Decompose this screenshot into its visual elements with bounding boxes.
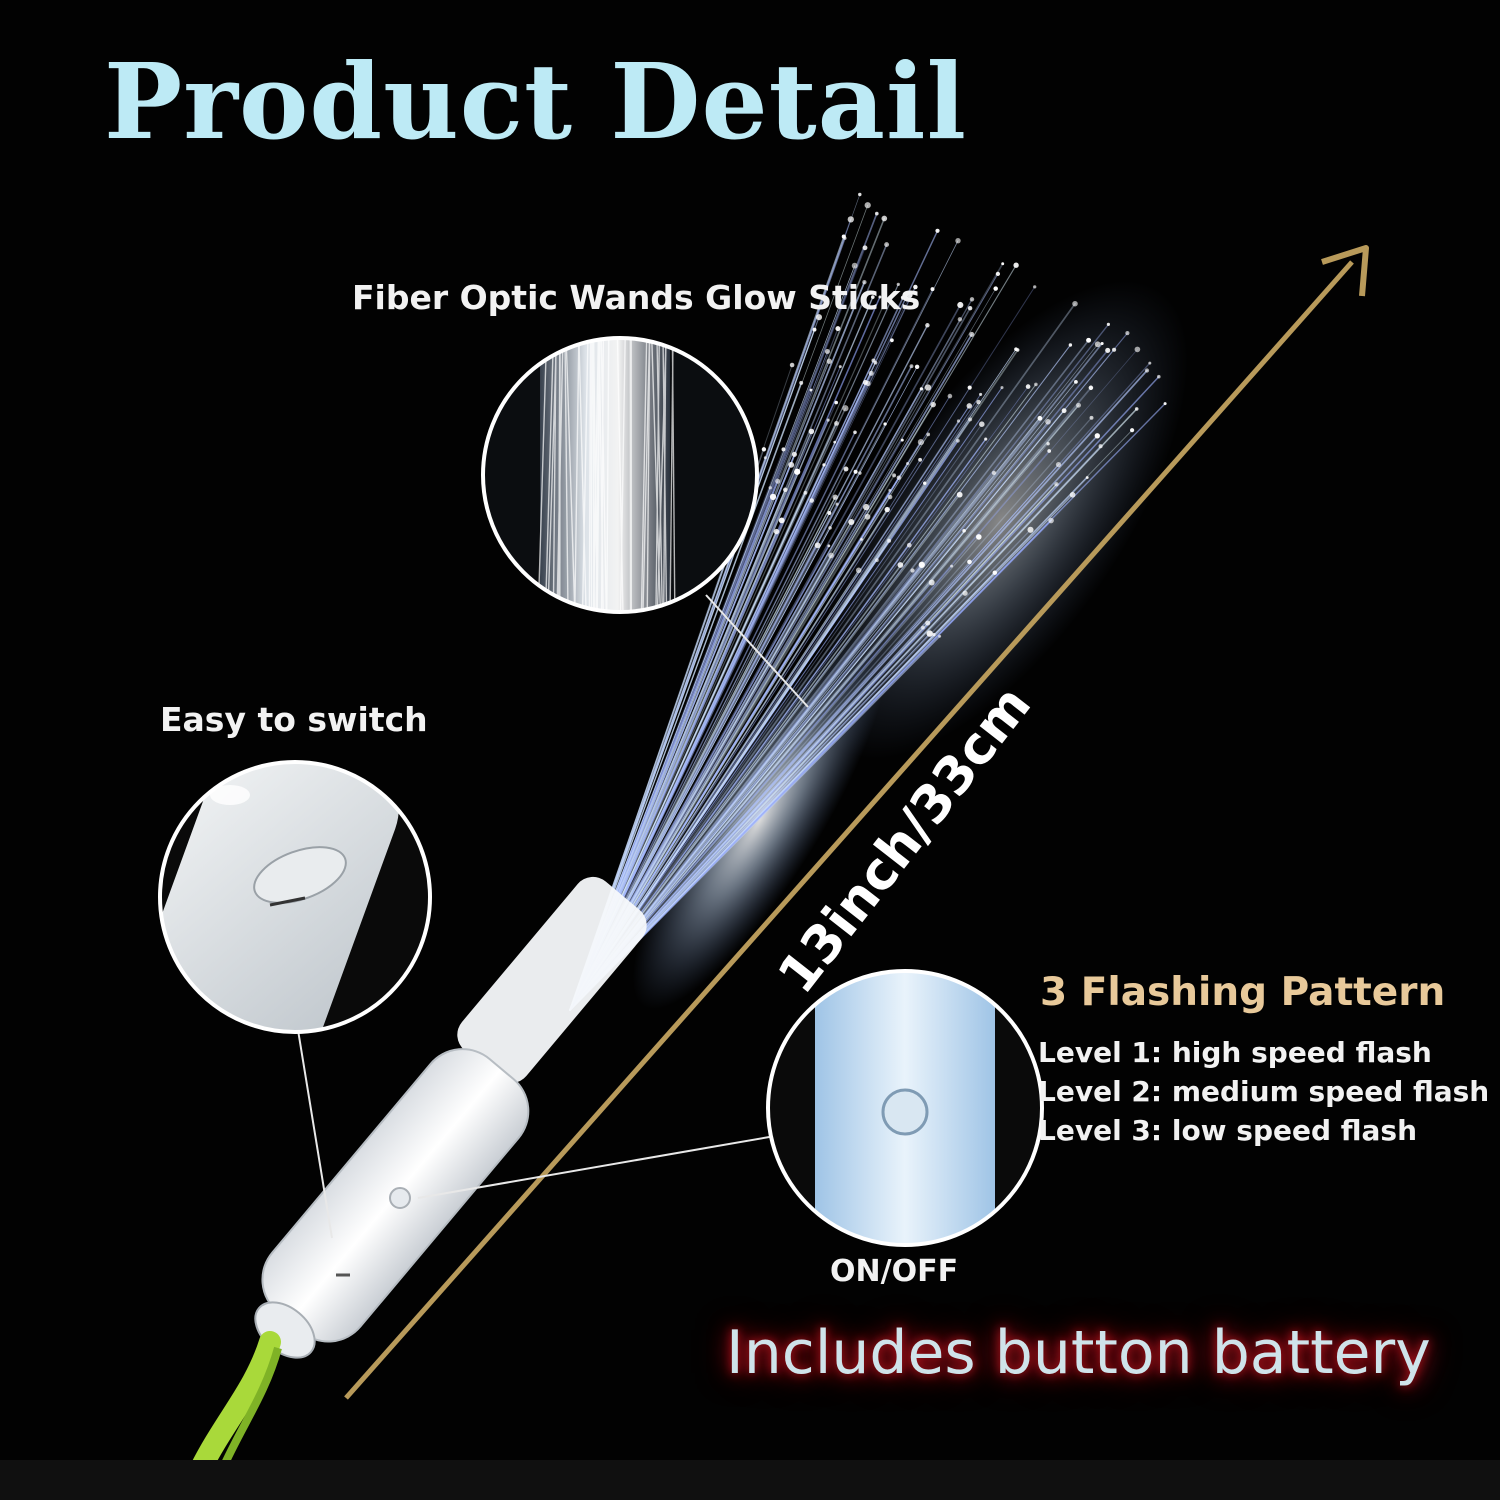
flashing-pattern-title: 3 Flashing Pattern [1040,970,1446,1015]
fiber-optic-burst [569,192,1189,1011]
easy-switch-label: Easy to switch [160,700,428,739]
on-off-zoom-circle [766,969,1044,1247]
switch-zoom-circle [158,760,432,1034]
fiber-zoom-circle [481,336,759,614]
flash-level-1: Level 1: high speed flash [1038,1036,1432,1069]
lanyard [189,1331,282,1481]
battery-note: Includes button battery [726,1318,1431,1388]
page-title: Product Detail [104,40,968,163]
bottom-strip [0,1460,1500,1500]
fiber-optic-label: Fiber Optic Wands Glow Sticks [352,278,921,317]
length-arrow [344,245,1369,1400]
on-off-label: ON/OFF [830,1254,959,1289]
callout-lines [297,594,809,1239]
flash-level-2: Level 2: medium speed flash [1038,1075,1490,1108]
flash-level-3: Level 3: low speed flash [1038,1114,1418,1147]
wand-handle [254,876,647,1359]
